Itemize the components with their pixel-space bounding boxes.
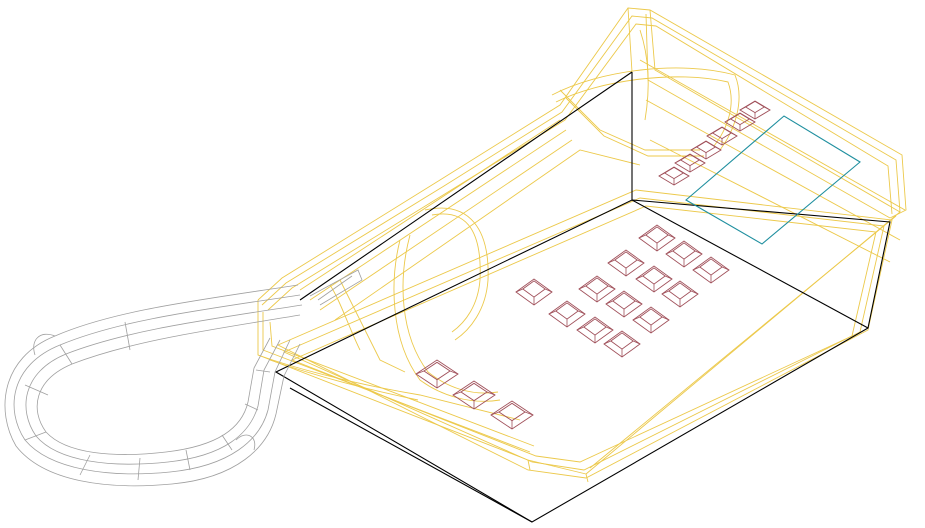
function-keys (658, 100, 771, 186)
bottom-button (452, 380, 496, 410)
keypad-buttons (515, 224, 730, 358)
function-key (658, 166, 690, 186)
coiled-cord-wireframe (4, 269, 363, 487)
keypad-key (515, 278, 553, 306)
keypad-key (661, 280, 699, 308)
function-key (724, 112, 756, 132)
keypad-key (605, 290, 643, 318)
keypad-key (576, 316, 614, 344)
bottom-button (415, 359, 459, 389)
function-key (739, 100, 771, 120)
keypad-key (607, 249, 645, 277)
keypad-key (578, 275, 616, 303)
telephone-housing-wireframe (257, 7, 907, 483)
keypad-key (632, 306, 670, 334)
keypad-key (692, 256, 730, 284)
keypad-key (548, 300, 586, 328)
bottom-buttons (415, 359, 534, 430)
keypad-key (638, 224, 676, 252)
lcd-display (685, 115, 861, 245)
base-frame (274, 71, 891, 523)
keypad-key (635, 265, 673, 293)
keypad-key (603, 330, 641, 358)
function-key (706, 126, 738, 146)
function-key (674, 153, 706, 173)
bottom-button (490, 400, 534, 430)
keypad-key (665, 240, 703, 268)
function-key (690, 140, 722, 160)
